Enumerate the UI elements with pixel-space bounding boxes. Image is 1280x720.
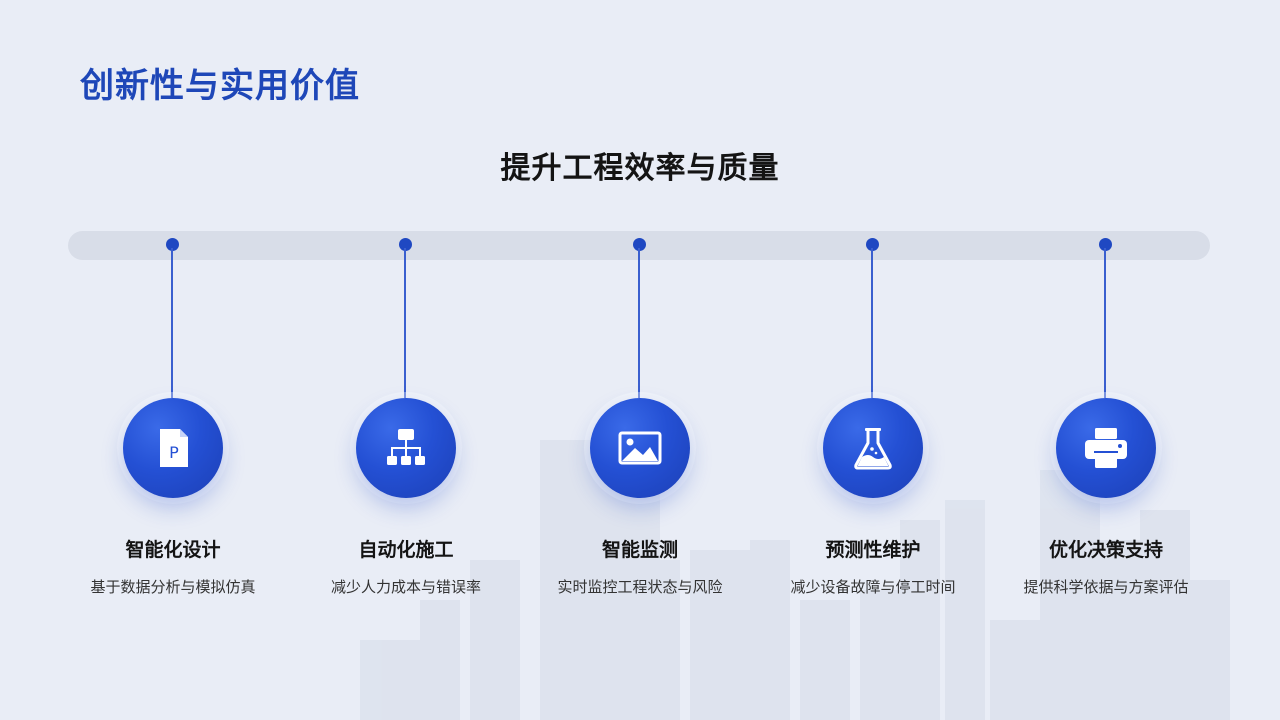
timeline-dot <box>866 238 879 251</box>
flask-icon <box>854 428 892 470</box>
svg-text:P: P <box>169 443 179 462</box>
timeline-connector <box>1104 248 1106 398</box>
timeline-item-title: 预测性维护 <box>825 539 921 561</box>
timeline-item-title: 智能化设计 <box>125 539 221 561</box>
timeline-connector <box>171 248 173 398</box>
hierarchy-icon <box>387 429 425 465</box>
image-icon <box>618 431 662 465</box>
timeline-connector <box>404 248 406 398</box>
page-title: 创新性与实用价值 <box>80 66 360 106</box>
timeline-dot <box>166 238 179 251</box>
timeline-item-title: 智能监测 <box>601 539 678 561</box>
timeline-item-predictive-maintenance: 预测性维护 减少设备故障与停工时间 <box>753 238 993 618</box>
icon-badge <box>823 398 923 498</box>
timeline-item-auto-construction: 自动化施工 减少人力成本与错误率 <box>286 238 526 618</box>
icon-badge <box>590 398 690 498</box>
timeline-item-decision-support: 优化决策支持 提供科学依据与方案评估 <box>986 238 1226 618</box>
icon-badge: P <box>123 398 223 498</box>
timeline-item-smart-design: P 智能化设计 基于数据分析与模拟仿真 <box>53 238 293 618</box>
timeline-connector <box>638 248 640 398</box>
timeline-item-title: 自动化施工 <box>358 539 454 561</box>
timeline-item-description: 基于数据分析与模拟仿真 <box>90 578 256 596</box>
timeline-dot <box>399 238 412 251</box>
printer-icon <box>1085 428 1127 468</box>
timeline-item-title: 优化决策支持 <box>1048 539 1163 561</box>
timeline-item-description: 实时监控工程状态与风险 <box>557 578 723 596</box>
timeline-dot <box>633 238 646 251</box>
icon-badge <box>1056 398 1156 498</box>
timeline-item-description: 提供科学依据与方案评估 <box>1023 578 1189 596</box>
timeline-item-description: 减少人力成本与错误率 <box>330 578 481 596</box>
icon-badge <box>356 398 456 498</box>
timeline-item-smart-monitoring: 智能监测 实时监控工程状态与风险 <box>520 238 760 618</box>
timeline-connector <box>871 248 873 398</box>
section-subtitle: 提升工程效率与质量 <box>500 151 780 186</box>
timeline-item-description: 减少设备故障与停工时间 <box>790 578 956 596</box>
document-p-icon: P <box>160 429 188 467</box>
timeline-dot <box>1099 238 1112 251</box>
